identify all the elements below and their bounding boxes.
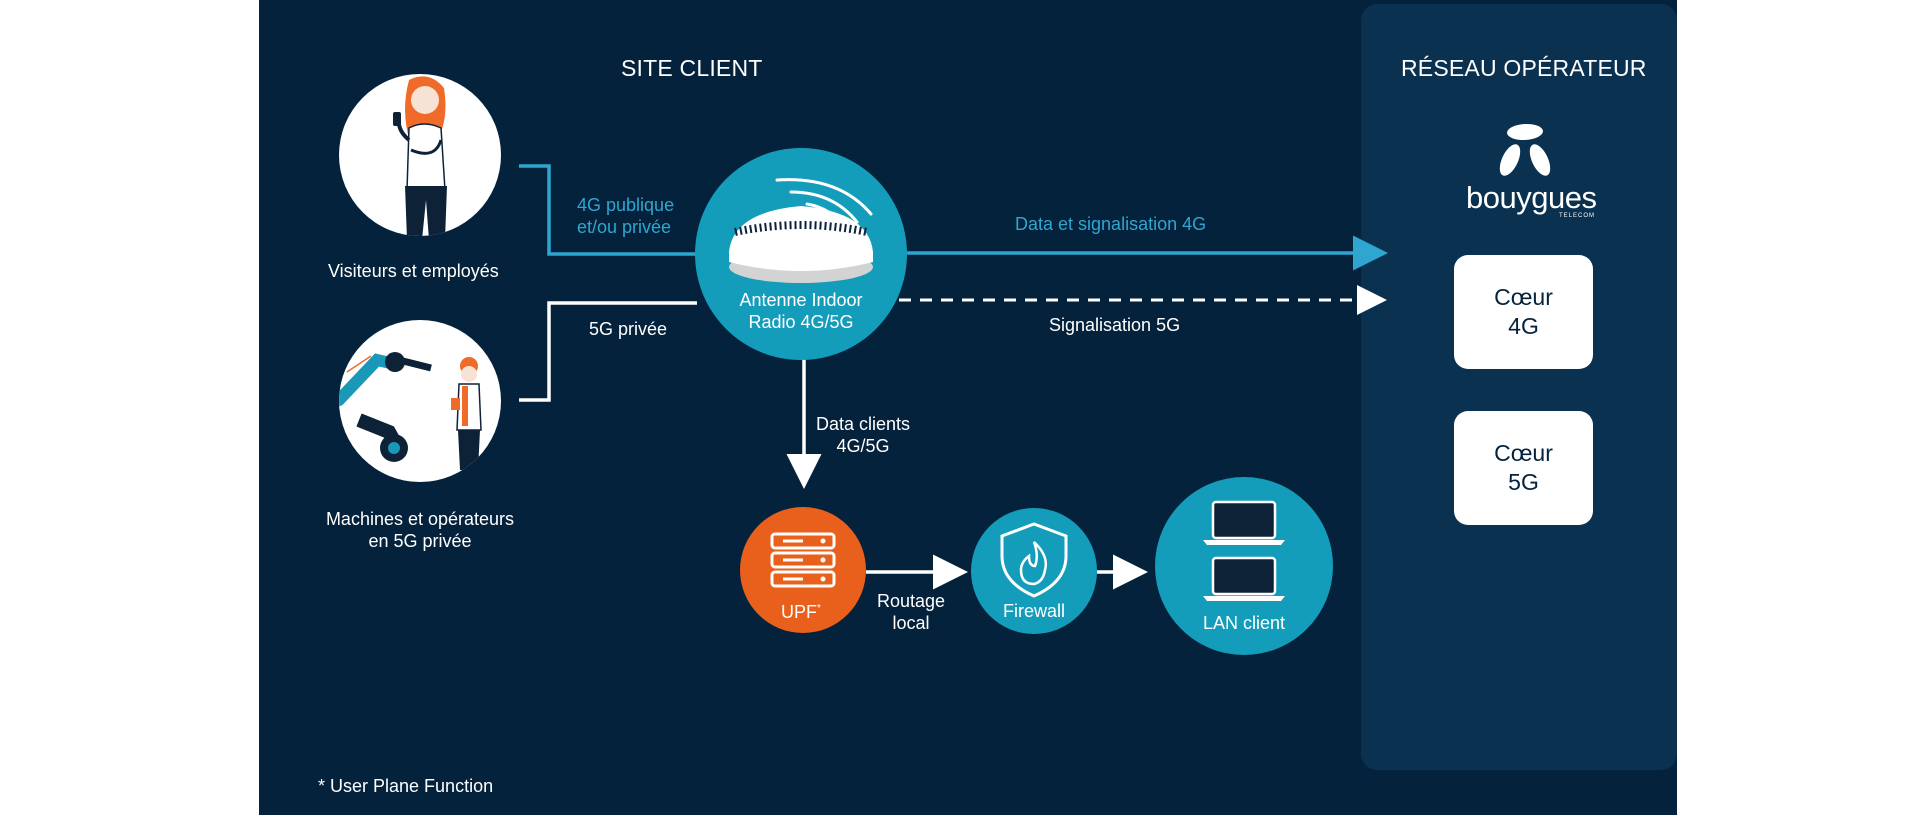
data-clients-label-2: 4G/5G — [836, 436, 890, 456]
lan-client-label: LAN client — [1202, 613, 1286, 633]
brand-sub: TELECOM — [1559, 213, 1596, 219]
core-4g-label-2: 4G — [1508, 313, 1539, 339]
core-4g-label-1: Cœur — [1494, 284, 1553, 310]
brand-name: bouygues — [1466, 180, 1597, 215]
antenna-label: Antenne Indoor Radio 4G/5G — [731, 289, 871, 333]
local-routing-label-1: Routage — [876, 591, 946, 611]
machines-label-2: en 5G privée — [368, 531, 472, 551]
link-5g-private — [519, 301, 697, 402]
firewall-label: Firewall — [1002, 601, 1065, 621]
lan-client-node — [1155, 477, 1333, 655]
laptop-icon — [1203, 500, 1285, 601]
bouygues-logo — [1499, 123, 1551, 176]
link-4g-public — [519, 164, 697, 256]
woman-phone-illustration — [339, 74, 501, 236]
core-5g-box: Cœur 5G — [1454, 411, 1593, 525]
local-routing-label-2: local — [892, 613, 930, 633]
upf-label-text: UPF — [781, 602, 817, 622]
signal-5g-label: Signalisation 5G — [1049, 315, 1181, 335]
data-signal-4g-label: Data et signalisation 4G — [1015, 214, 1207, 234]
upf-footnote-mark: * — [817, 603, 821, 614]
data-clients-label: Data clients 4G/5G — [805, 413, 921, 457]
core-5g-label-1: Cœur — [1494, 440, 1553, 466]
antenna-label-2: Radio 4G/5G — [748, 312, 854, 332]
robot-arm-worker-illustration — [339, 320, 501, 482]
upf-label: UPF* — [781, 598, 821, 623]
shield-flame-icon — [1000, 522, 1068, 598]
local-routing-label: Routage local — [861, 590, 961, 634]
operator-network-heading: RÉSEAU OPÉRATEUR — [1401, 55, 1647, 81]
visitors-label: Visiteurs et employés — [328, 261, 499, 281]
site-client-heading: SITE CLIENT — [621, 55, 763, 81]
link-5g-private-label: 5G privée — [589, 319, 668, 339]
link-4g-public-label-2: et/ou privée — [577, 217, 672, 237]
antenna-icon — [695, 148, 907, 360]
upf-node — [740, 507, 866, 633]
footnote: * User Plane Function — [318, 776, 494, 796]
core-5g-label-2: 5G — [1508, 469, 1539, 495]
link-4g-public-label: 4G publique et/ou privée — [577, 194, 674, 238]
machines-label: Machines et opérateurs en 5G privée — [319, 508, 521, 552]
diagram-canvas: SITE CLIENT RÉSEAU OPÉRATEUR bouygues TE… — [259, 0, 1677, 815]
data-clients-label-1: Data clients — [815, 414, 911, 434]
machines-label-1: Machines et opérateurs — [325, 509, 515, 529]
link-4g-public-label-1: 4G publique — [577, 195, 675, 215]
antenna-label-1: Antenne Indoor — [739, 290, 863, 310]
server-icon — [770, 532, 836, 588]
core-4g-box: Cœur 4G — [1454, 255, 1593, 369]
diagram-graphics — [339, 74, 1551, 655]
firewall-node — [971, 508, 1097, 634]
